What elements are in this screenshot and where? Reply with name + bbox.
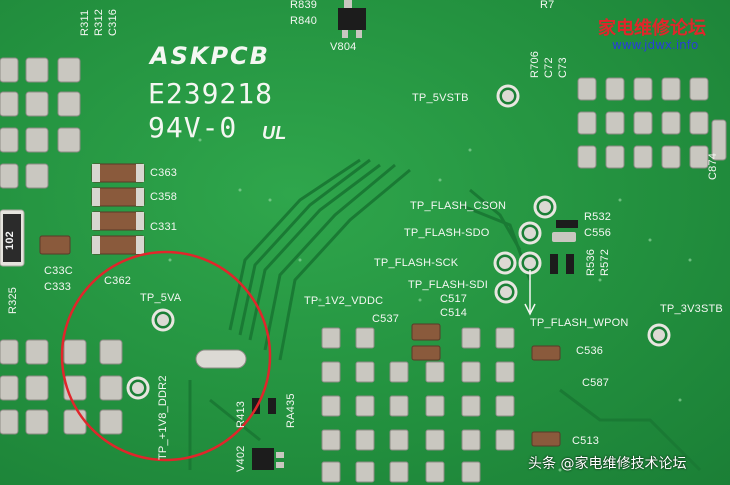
label-tp-1v8-ddr2: TP_+1V8_DDR2 [157,375,169,460]
label-c517: C517 [440,293,468,305]
label-c556: C556 [584,227,612,239]
watermark-footer: 头条 @家电维修技术论坛 [528,456,687,472]
label-tp-flash-sdi: TP_FLASH-SDI [408,279,489,291]
test-point-group [126,84,671,400]
label-c363: C363 [150,167,178,179]
label-r7: R7 [540,0,555,11]
label-r840: R840 [290,15,318,27]
label-c587: C587 [582,377,610,389]
label-r839: R839 [290,0,318,11]
watermark-site-title: 家电维修论坛 [598,18,706,39]
label-c333: C333 [44,281,72,293]
label-r706: R706 [529,50,541,78]
label-r532: R532 [584,211,612,223]
ul-number: E239218 [148,77,274,110]
label-v804: V804 [330,41,357,53]
label-r312: R312 [93,8,105,36]
label-c536: C536 [576,345,604,357]
label-c874: C874 [707,152,719,180]
label-tp-1v2-vddc: TP_1V2_VDDC [304,295,384,307]
label-r536: R536 [585,248,597,276]
label-c513: C513 [572,435,600,447]
label-r102: 102 [4,231,16,250]
label-v402: V402 [235,445,247,473]
capacitor-group [39,163,576,447]
label-c73: C73 [557,57,569,78]
label-tp-3v3stb: TP_3V3STB [660,303,723,315]
label-c362: C362 [104,275,132,287]
oblong-pad [195,349,247,369]
label-c514: C514 [440,307,468,319]
label-r311: R311 [79,9,91,36]
transistor-v402 [252,448,284,470]
label-c316: C316 [107,8,119,36]
flammability-rating: 94V-0 [148,111,238,144]
label-tp-flash-sdo: TP_FLASH-SDO [404,227,490,239]
label-c72: C72 [543,57,555,78]
brand-logo: ASKPCB [150,42,270,70]
watermark-site-url: www.jdwx.info [612,38,699,52]
label-ra435: RA435 [285,393,297,428]
label-c330: C33C [44,265,73,277]
trace-group [188,158,702,472]
label-r413: R413 [235,400,247,428]
ul-mark: UL [262,123,287,143]
via-dots [168,138,692,472]
pad-grid-right [577,77,727,169]
label-r572: R572 [599,248,611,276]
label-tp-flash-cson: TP_FLASH_CSON [410,200,507,212]
annotation-circle [60,250,272,462]
pad-grid-bottom [321,327,515,483]
label-tp-flash-sck: TP_FLASH-SCK [374,257,459,269]
resistor-102 [0,209,25,267]
label-tp-flash-wpon: TP_FLASH_WPON [530,317,629,329]
label-r325: R325 [7,286,19,314]
label-c331: C331 [150,221,178,233]
label-tp-5vstb: TP_5VSTB [412,92,469,104]
label-c358: C358 [150,191,178,203]
label-tp-5va: TP_5VA [140,292,182,304]
label-c537: C537 [372,313,400,325]
transistor-v804 [338,0,366,38]
arrow-icon [524,270,536,316]
